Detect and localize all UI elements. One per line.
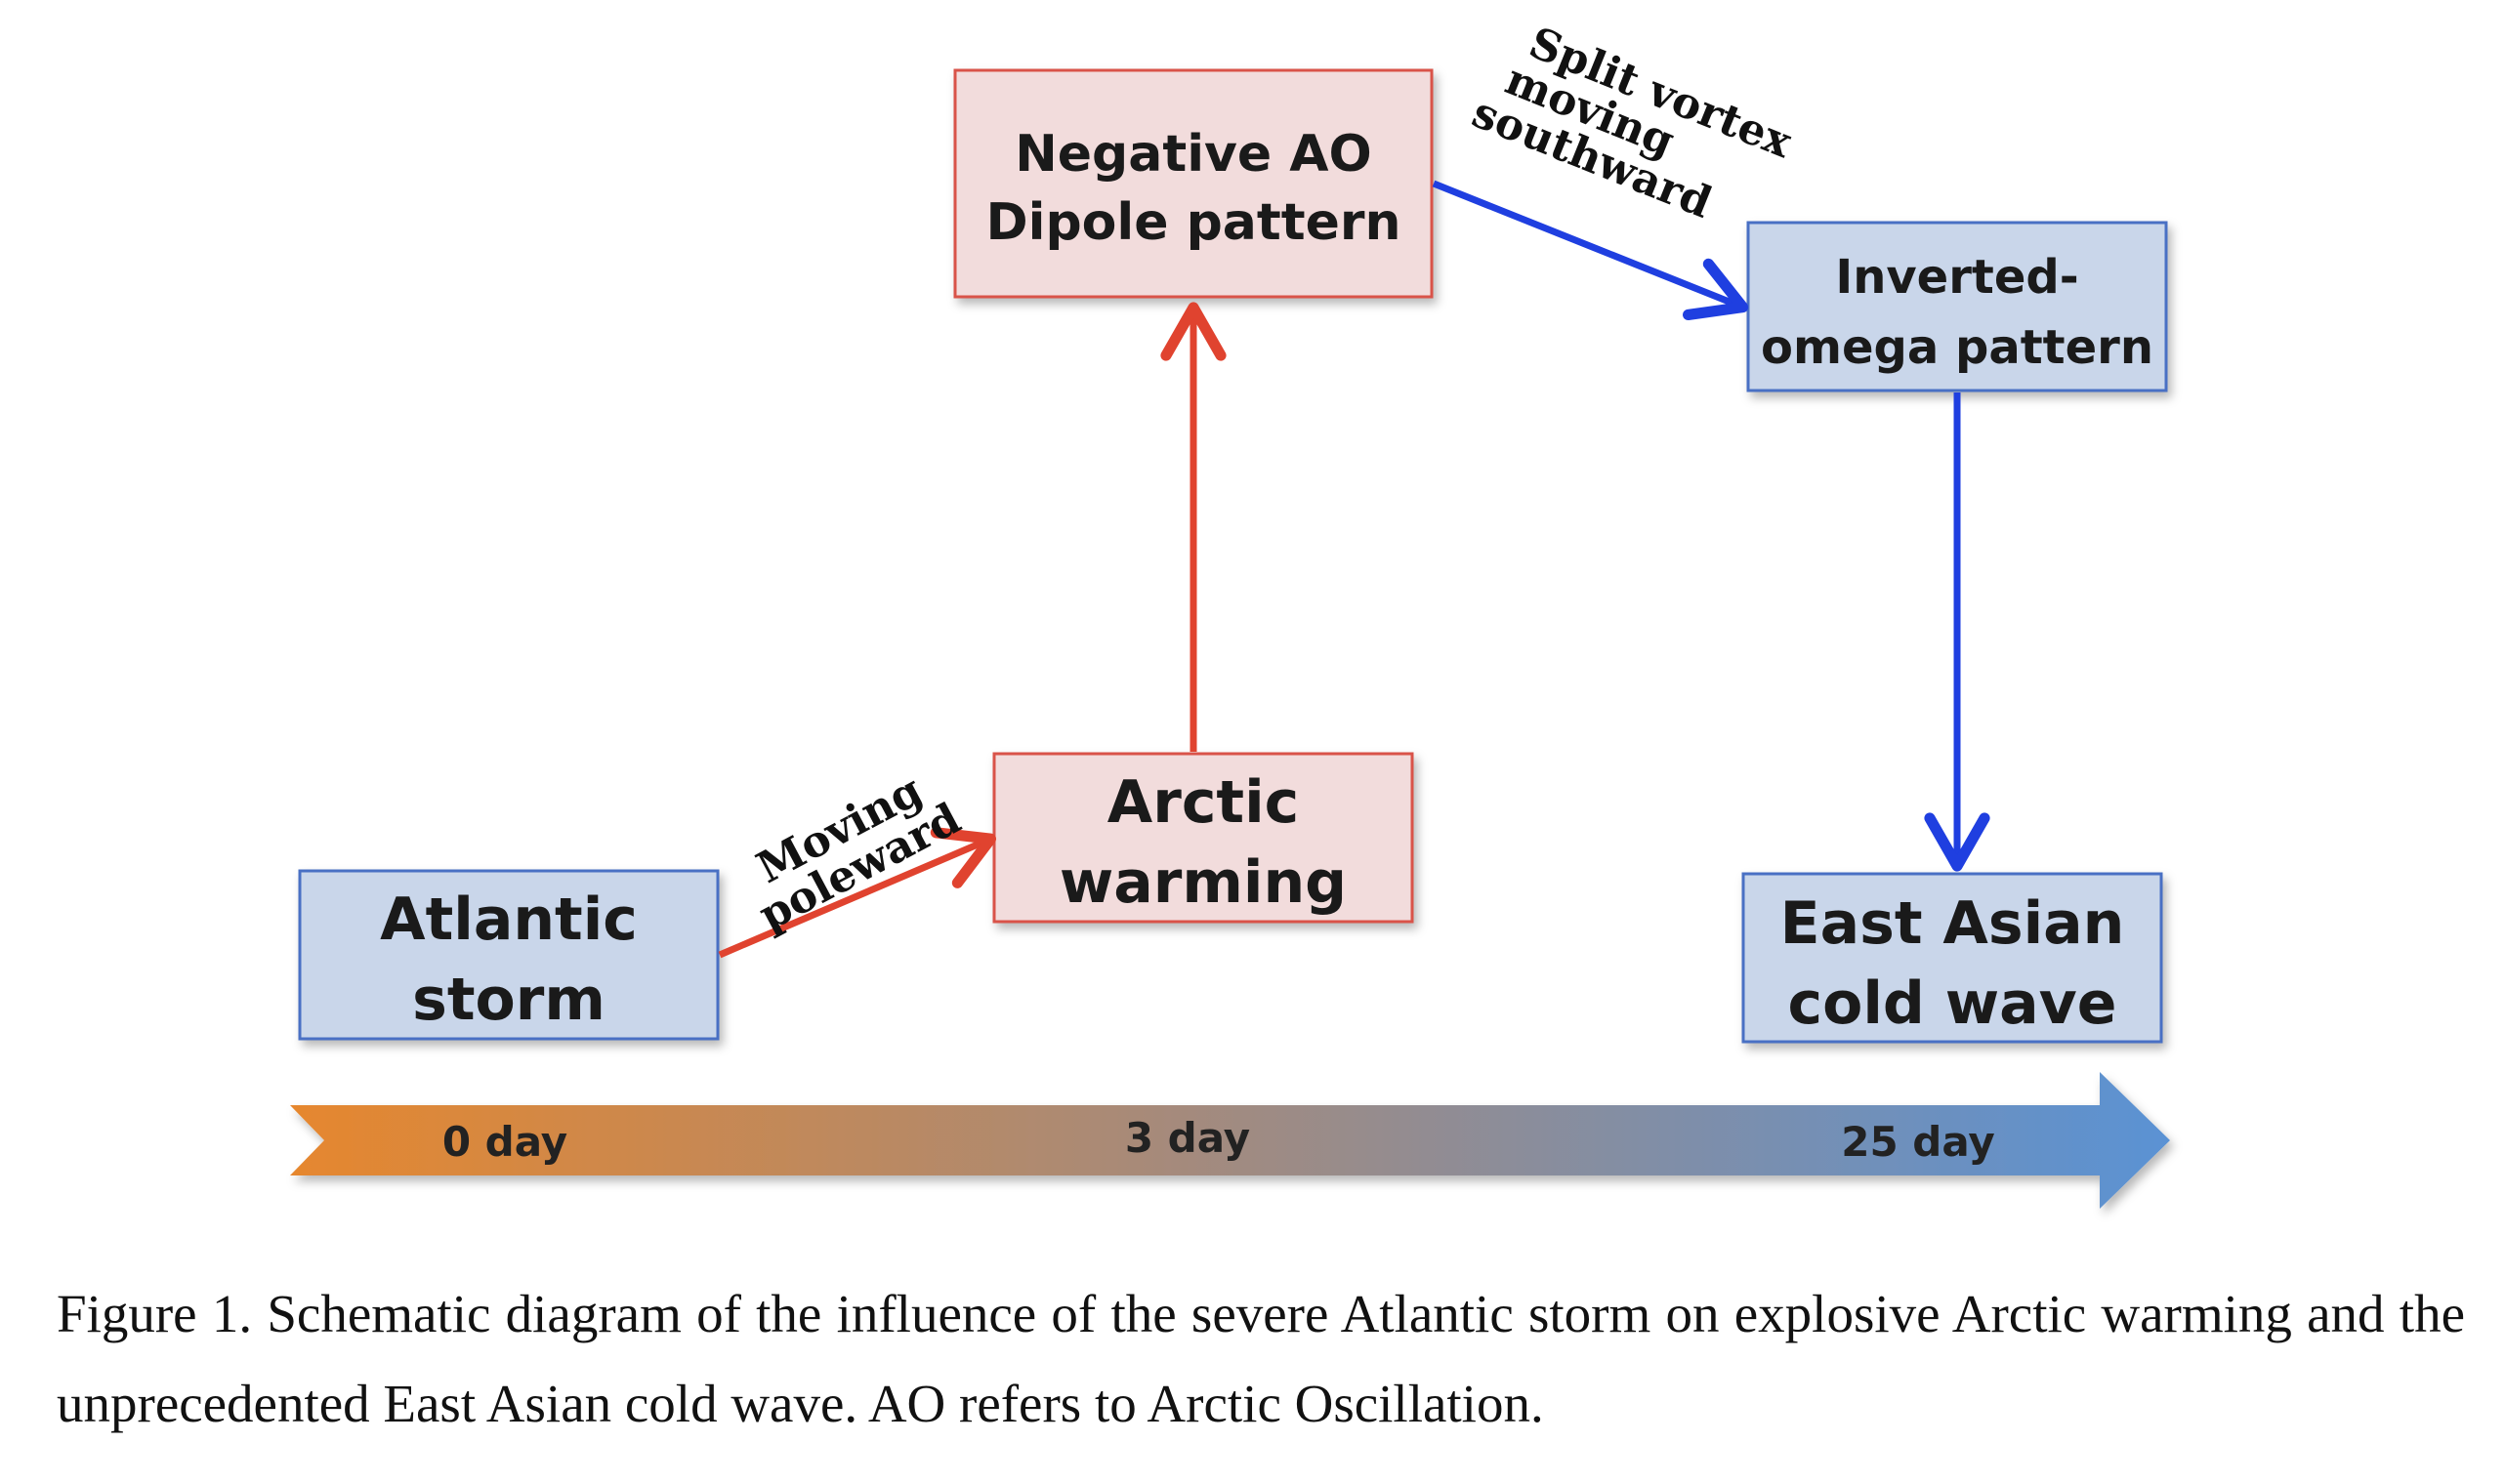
node-atlantic-storm-line-2: storm (412, 966, 605, 1034)
node-east-asian-cold-wave-line-2: cold wave (1788, 969, 2117, 1038)
node-negative-ao-line-1: Negative AO (1015, 125, 1372, 184)
node-inverted-omega-line-2: omega pattern (1761, 320, 2153, 375)
node-inverted-omega-line-1: Inverted- (1835, 250, 2078, 305)
edge-negative-ao-to-inverted-omega (1432, 180, 1749, 320)
timeline-label-3-day: 3 day (1125, 1114, 1250, 1162)
node-atlantic-storm: Atlantic storm (298, 869, 720, 1041)
node-arctic-warming-line-1: Arctic (1107, 768, 1299, 837)
node-east-asian-cold-wave: East Asian cold wave (1741, 872, 2163, 1044)
node-east-asian-cold-wave-box (1741, 872, 2163, 1044)
node-east-asian-cold-wave-line-1: East Asian (1780, 889, 2125, 958)
node-arctic-warming-line-2: warming (1060, 848, 1347, 917)
figure-caption: Figure 1. Schematic diagram of the influ… (57, 1284, 2465, 1433)
edge-label-split-vortex: Split vortex moving southward (1466, 18, 1800, 228)
node-atlantic-storm-line-1: Atlantic (380, 886, 638, 954)
node-atlantic-storm-box (298, 869, 720, 1041)
node-negative-ao: Negative AO Dipole pattern (953, 68, 1434, 299)
node-negative-ao-line-2: Dipole pattern (985, 193, 1400, 252)
timeline-arrow-shape (290, 1072, 2170, 1209)
timeline-arrow: 0 day 3 day 25 day (290, 1072, 2170, 1209)
node-arctic-warming: Arctic warming (992, 752, 1414, 924)
node-inverted-omega: Inverted- omega pattern (1746, 221, 2168, 392)
node-inverted-omega-box (1746, 221, 2168, 392)
edge-label-moving-poleward: Moving poleward (749, 765, 969, 941)
edge-atlantic-to-arctic (718, 827, 997, 959)
timeline-label-25-day: 25 day (1841, 1118, 1995, 1166)
timeline-label-0-day: 0 day (442, 1118, 567, 1166)
node-negative-ao-box (953, 68, 1434, 299)
node-arctic-warming-box (992, 752, 1414, 924)
